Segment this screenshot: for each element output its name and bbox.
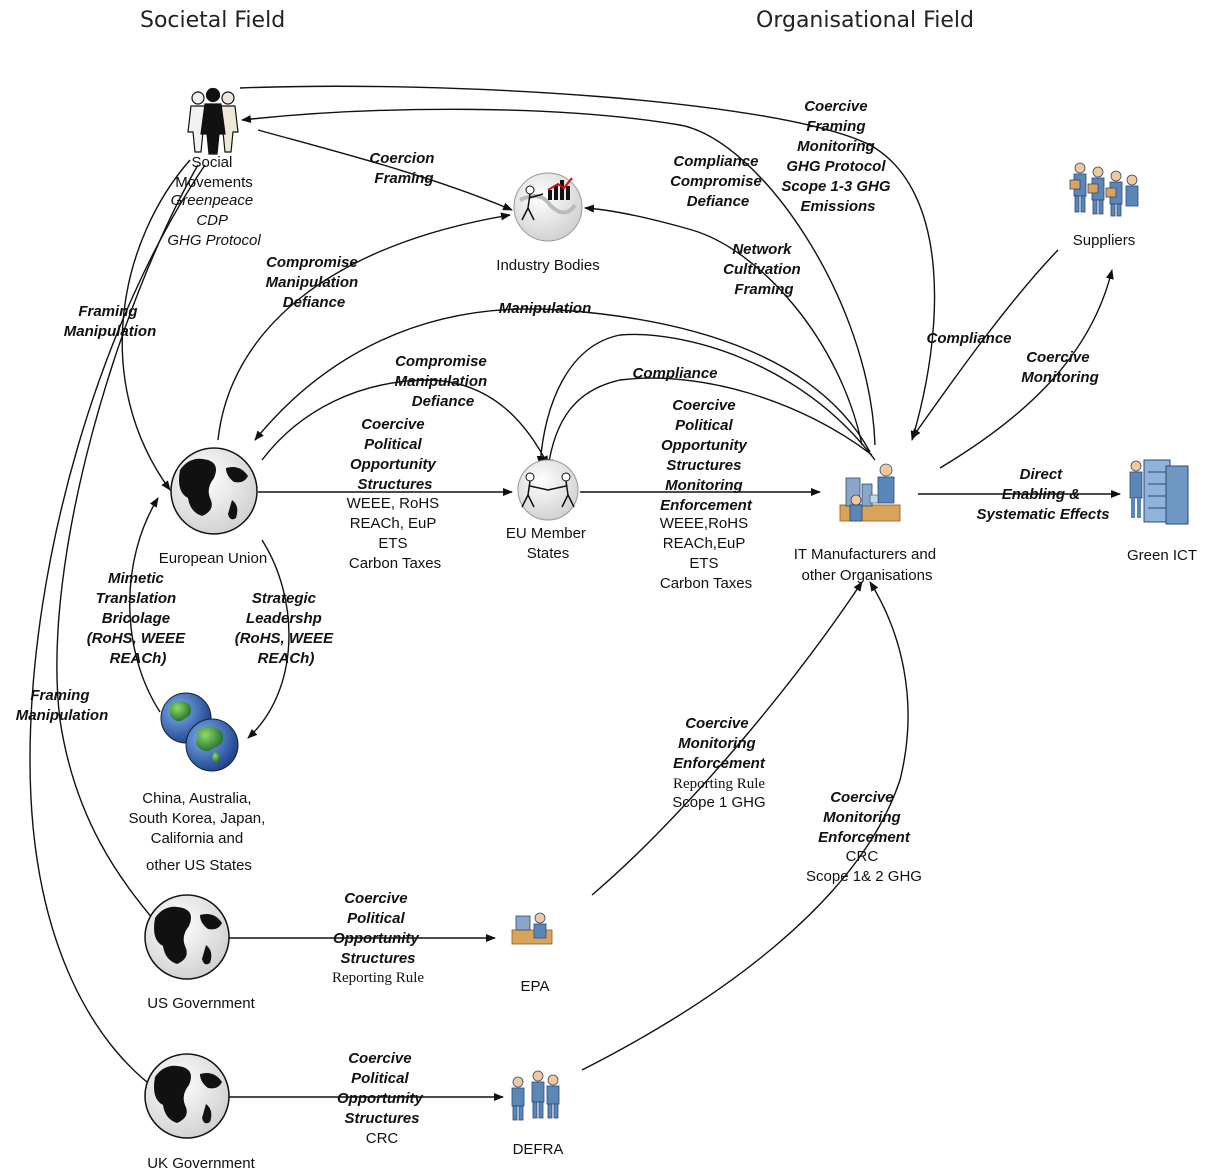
label-uk-to-defra-bold: Coercive Political Opportunity Structure…: [337, 1050, 427, 1127]
suppliers-label: Suppliers: [1073, 232, 1136, 249]
label-members-to-it-plain: WEEE,RoHS REACh,EuP ETS Carbon Taxes: [660, 515, 753, 592]
edge-it-to-suppliers: [939, 269, 1114, 469]
node-labels: Social Movements Greenpeace CDP GHG Prot…: [129, 154, 1197, 1172]
label-coercive-monitoring-suppliers: Coercive Monitoring: [1021, 349, 1098, 386]
edge-suppliers-to-it: [911, 249, 1059, 439]
label-coercive-ghg: Coercive Framing Monitoring GHG Protocol…: [781, 98, 894, 215]
edge-labels: Coercion Framing Compliance Compromise D…: [16, 98, 1110, 1147]
edge-social-to-eu: [121, 159, 191, 491]
us-globe-icon: [144, 894, 230, 980]
label-coercion-framing: Coercion Framing: [369, 150, 438, 187]
globe-icon: [170, 447, 258, 535]
edge-eu-to-members-curve: [261, 379, 549, 466]
defra-label: DEFRA: [513, 1141, 564, 1158]
supplier-workers-icon: [1069, 162, 1139, 217]
label-eu-to-industry: Compromise Manipulation Defiance: [266, 254, 363, 311]
societal-field-title: Societal Field: [140, 8, 285, 33]
edge-defra-to-it: [581, 581, 909, 1071]
label-defra-to-it-bold: Coercive Monitoring Enforcement: [818, 789, 911, 846]
edge-epa-to-it: [591, 581, 863, 896]
social-movements-examples: Greenpeace CDP GHG Protocol: [167, 192, 261, 249]
industry-bodies-label: Industry Bodies: [496, 257, 599, 274]
label-framing-manipulation-1: Framing Manipulation: [64, 303, 157, 340]
officials-group-icon: [511, 1070, 560, 1121]
label-framing-manipulation-2: Framing Manipulation: [16, 687, 109, 724]
edge-it-to-eu: [254, 308, 871, 453]
label-eu-to-members-plain: WEEE, RoHS REACh, EuP ETS Carbon Taxes: [347, 495, 444, 572]
label-direct-effects: Direct Enabling & Systematic Effects: [976, 466, 1109, 523]
server-rack-icon: [1129, 459, 1189, 525]
edge-social-to-it: [239, 85, 936, 441]
uk-government-label: UK Government: [147, 1155, 255, 1172]
eu-member-states-label: EU Member States: [506, 525, 590, 562]
label-compliance-suppliers: Compliance: [926, 330, 1011, 347]
epa-label: EPA: [521, 978, 550, 995]
other-states-label: China, Australia, South Korea, Japan, Ca…: [129, 790, 270, 874]
label-network-cultivation: Network Cultivation Framing: [723, 241, 805, 298]
label-compliance-compromise-defiance: Compliance Compromise Defiance: [670, 153, 766, 210]
desk-worker-icon: [511, 912, 553, 945]
label-us-to-epa-plain: Reporting Rule: [332, 970, 424, 986]
edge-it-to-members-2: [545, 377, 873, 469]
uk-globe-icon: [144, 1053, 230, 1139]
organisational-field-title: Organisational Field: [756, 8, 974, 33]
label-manipulation: Manipulation: [499, 300, 592, 317]
label-us-to-epa-bold: Coercive Political Opportunity Structure…: [333, 890, 423, 967]
edge-eu-to-industry: [217, 212, 511, 441]
industry-chart-icon: [513, 172, 583, 242]
european-union-label: European Union: [159, 550, 267, 567]
label-epa-reporting-rule: Reporting Rule: [673, 776, 765, 792]
label-eu-member-compromise: Compromise Manipulation Defiance: [395, 353, 492, 410]
edge-it-to-members-1: [536, 333, 876, 466]
label-strategic: Strategic Leadershp (RoHS, WEEE REACh): [235, 590, 338, 667]
label-mimetic: Mimetic Translation Bricolage (RoHS, WEE…: [87, 570, 190, 667]
edge-social-to-industry: [257, 129, 513, 211]
label-compliance-member: Compliance: [632, 365, 717, 382]
us-government-label: US Government: [147, 995, 255, 1012]
social-movements-label: Social Movements: [175, 154, 253, 191]
green-ict-label: Green ICT: [1127, 547, 1197, 564]
edge-others-to-eu: [129, 497, 161, 713]
edge-social-to-uk: [29, 164, 206, 1093]
label-epa-scope: Scope 1 GHG: [672, 794, 765, 811]
label-eu-to-members-bold: Coercive Political Opportunity Structure…: [350, 416, 440, 493]
label-uk-to-defra-plain: CRC: [366, 1130, 399, 1147]
label-defra-to-it-plain: CRC Scope 1& 2 GHG: [806, 848, 922, 885]
people-group-icon: [187, 87, 239, 155]
twin-globes-icon: [160, 692, 239, 772]
edge-eu-to-others: [247, 539, 290, 739]
label-epa-to-it-bold: Coercive Monitoring Enforcement: [673, 715, 766, 772]
edge-it-to-social: [241, 108, 876, 446]
label-members-to-it-bold: Coercive Political Opportunity Structure…: [660, 397, 753, 514]
edge-social-to-us: [56, 164, 199, 926]
edge-it-to-industry: [584, 204, 863, 446]
edges: [29, 85, 1121, 1101]
handshake-icon: [517, 459, 579, 521]
factory-workers-icon: [839, 463, 901, 522]
it-manufacturers-label: IT Manufacturers and other Organisations: [794, 546, 940, 584]
